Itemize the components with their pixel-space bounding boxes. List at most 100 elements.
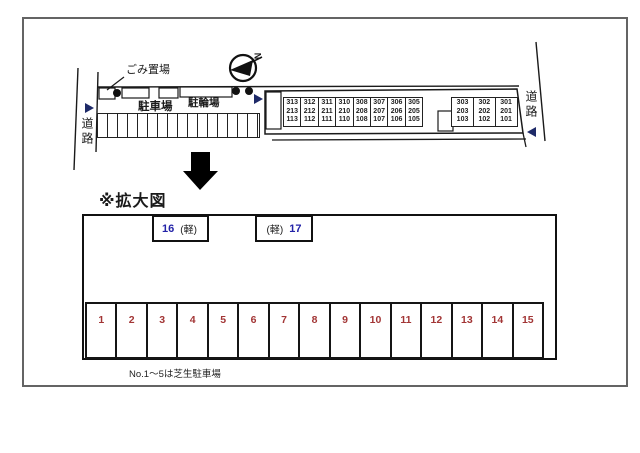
tree-dot-icon xyxy=(245,87,253,95)
stall-number: 9 xyxy=(342,314,348,326)
building-walkway-line xyxy=(271,138,527,141)
building-corner-tail-line xyxy=(522,132,527,148)
unit-number: 208 xyxy=(355,107,368,115)
parking-stall: 6 xyxy=(237,302,270,359)
kei-stall-number: 16 xyxy=(162,222,175,235)
unit-number: 105 xyxy=(408,116,420,124)
parking-stall: 10 xyxy=(359,302,392,359)
unit-number: 106 xyxy=(390,116,403,124)
unit-number: 312 xyxy=(303,98,316,106)
enlarged-view-heading: ※拡大図 xyxy=(99,193,167,210)
parking-stall: 11 xyxy=(389,302,423,359)
lawn-parking-note: No.1〜5は芝生駐車場 xyxy=(129,369,221,380)
zoom-down-arrow-icon xyxy=(183,152,218,190)
unit-number: 112 xyxy=(303,116,316,124)
entrance-direction-arrow-icon xyxy=(254,94,263,104)
stall-number: 15 xyxy=(521,314,534,326)
parking-stall: 14 xyxy=(481,302,514,359)
stall-number: 11 xyxy=(400,314,412,326)
unit-number: 201 xyxy=(500,107,512,115)
unit-number: 303 xyxy=(456,98,469,106)
unit-number: 313 xyxy=(286,98,299,106)
parking-stall: 8 xyxy=(298,302,331,359)
parking-stall: 15 xyxy=(511,302,545,359)
site-boundary-line xyxy=(96,85,520,88)
compass-north-label: N xyxy=(252,52,263,60)
unit-number: 111 xyxy=(321,116,333,124)
stall-number: 4 xyxy=(189,314,196,326)
stairwell-left-box xyxy=(265,91,282,130)
right-road-line xyxy=(535,41,546,142)
stall-number: 5 xyxy=(220,314,227,326)
bicycle-area-label: 駐輪場 xyxy=(188,97,220,109)
page-border xyxy=(22,17,628,387)
kei-stall-label: (軽) xyxy=(266,225,284,236)
unit-number: 203 xyxy=(456,107,469,115)
parking-stall: 5 xyxy=(206,302,240,359)
parking-stall: 4 xyxy=(176,302,209,359)
road-label-right: 道路 xyxy=(524,90,538,120)
stall-number: 8 xyxy=(311,314,318,326)
unit-number: 108 xyxy=(355,116,368,124)
unit-number: 202 xyxy=(478,107,491,115)
tree-dot-icon xyxy=(232,87,240,95)
unit-number: 212 xyxy=(303,107,316,115)
unit-number: 311 xyxy=(321,98,333,106)
stall-number: 6 xyxy=(250,314,257,326)
unit-number: 310 xyxy=(338,98,351,106)
unit-number: 308 xyxy=(355,98,368,106)
parking-stall: 1 xyxy=(85,302,118,359)
unit-number: 107 xyxy=(373,116,385,124)
shed-box-1 xyxy=(121,87,150,99)
kei-stall-17-box: (軽) 17 xyxy=(255,215,313,242)
parking-stall: 3 xyxy=(145,302,179,359)
kei-stall-label: (軽) xyxy=(180,225,197,236)
parking-area-label: 駐車場 xyxy=(138,101,173,113)
bicycle-roof-box xyxy=(179,86,233,98)
stairwell-gap xyxy=(423,97,452,127)
kei-stall-16-box: 16 (軽) xyxy=(152,215,209,242)
stall-number: 12 xyxy=(430,314,443,326)
stall-number: 2 xyxy=(128,314,135,326)
left-road-inner-line xyxy=(95,71,99,153)
unit-number: 206 xyxy=(390,107,403,115)
parking-stall: 12 xyxy=(420,302,453,359)
stall-number: 3 xyxy=(159,314,166,326)
shed-box-2 xyxy=(158,87,179,99)
unit-number: 305 xyxy=(408,98,420,106)
unit-number: 110 xyxy=(338,116,351,124)
unit-number: 213 xyxy=(286,107,299,115)
left-road-direction-arrow-icon xyxy=(85,103,94,113)
stall-number: 7 xyxy=(281,314,287,326)
unit-number: 113 xyxy=(286,116,298,124)
kei-stall-number: 17 xyxy=(289,222,302,235)
unit-number: 101 xyxy=(500,116,512,124)
tree-dot-icon xyxy=(113,89,121,97)
garbage-leader-line xyxy=(106,76,125,91)
garbage-area-label: ごみ置場 xyxy=(126,64,170,76)
compass-needle-icon xyxy=(230,60,253,76)
road-label-left: 道路 xyxy=(80,117,94,147)
unit-number: 210 xyxy=(338,107,351,115)
unit-number: 307 xyxy=(373,98,385,106)
stall-number: 13 xyxy=(461,314,473,326)
stall-number: 1 xyxy=(98,314,105,326)
left-road-outer-line xyxy=(73,67,79,171)
stall-number: 14 xyxy=(491,314,504,326)
unit-number: 302 xyxy=(478,98,491,106)
unit-number: 211 xyxy=(321,107,333,115)
unit-number: 301 xyxy=(500,98,512,106)
stall-number: 10 xyxy=(369,314,382,326)
